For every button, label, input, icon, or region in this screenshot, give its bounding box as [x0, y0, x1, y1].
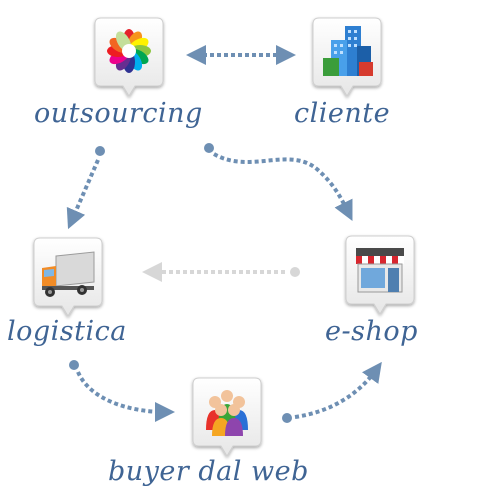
- arrow-start-dot: [282, 413, 292, 423]
- arrow-outsourcing-logistica: [66, 159, 100, 230]
- users-group-icon: [206, 390, 248, 436]
- arrow-logistica-buyer: [76, 371, 175, 422]
- arrow-buyer-eshop: [294, 361, 382, 419]
- label-eshop: e-shop: [325, 316, 418, 347]
- pin-cliente[interactable]: [312, 17, 382, 97]
- arrow-start-dot: [69, 360, 79, 370]
- arrow-start-dot: [204, 143, 214, 153]
- arrow-start-dot: [290, 267, 300, 277]
- pin-buyer[interactable]: [192, 377, 262, 457]
- pin-logistica[interactable]: [33, 237, 103, 317]
- label-cliente: cliente: [294, 98, 391, 129]
- color-flower-icon: [107, 29, 151, 73]
- label-logistica: logistica: [7, 316, 127, 347]
- office-buildings-icon: [323, 26, 373, 76]
- storefront-icon: [356, 248, 404, 293]
- pin-outsourcing[interactable]: [94, 17, 164, 97]
- label-outsourcing: outsourcing: [34, 98, 203, 129]
- delivery-truck-icon: [42, 251, 95, 297]
- pin-eshop[interactable]: [345, 235, 415, 315]
- label-buyer: buyer dal web: [108, 456, 309, 487]
- arrow-start-dot: [95, 146, 105, 156]
- arrow-outsourcing-eshop: [212, 152, 353, 221]
